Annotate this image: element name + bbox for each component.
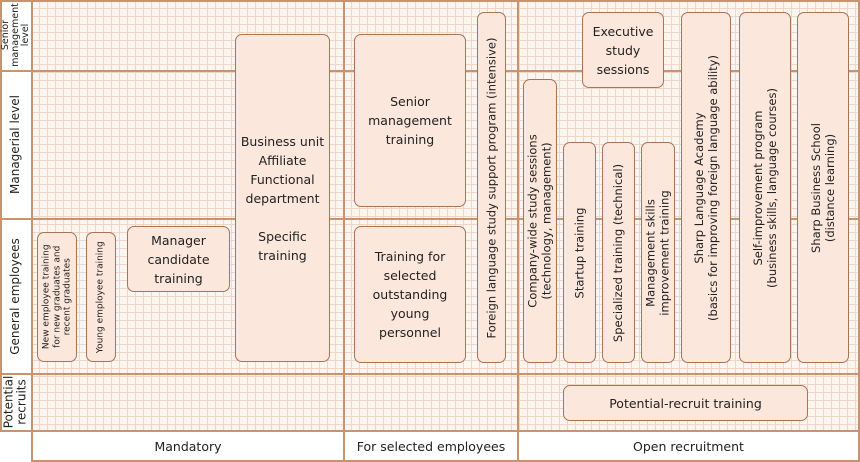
business-unit-specific-training-box: Business unit Affiliate Functional depar…: [235, 34, 330, 362]
divider-line: [0, 373, 860, 375]
divider-line: [0, 218, 860, 220]
management-skills-training-box: Management skills improvement training: [641, 142, 675, 363]
potential-recruit-training-box: Potential-recruit training: [563, 385, 808, 421]
young-employee-training-label: Young employee training: [95, 241, 106, 353]
specialized-training-box: Specialized training (technical): [602, 142, 635, 363]
divider-line: [0, 0, 860, 2]
self-improvement-program-label: Self-improvement program (business skill…: [751, 87, 780, 288]
senior-management-training-box: Senior management training: [354, 34, 466, 207]
new-employee-training-label: New employee training for new graduates …: [41, 244, 73, 350]
divider-line: [0, 0, 2, 430]
sharp-language-academy-box: Sharp Language Academy (basics for impro…: [681, 12, 731, 363]
outstanding-young-personnel-training-box: Training for selected outstanding young …: [354, 226, 466, 363]
divider-line: [517, 0, 519, 462]
startup-training-box: Startup training: [563, 142, 596, 363]
column-label-mandatory: Mandatory: [154, 438, 222, 454]
executive-study-sessions-box: Executive study sessions: [582, 12, 664, 88]
sharp-language-academy-label: Sharp Language Academy (basics for impro…: [692, 54, 721, 321]
divider-line: [343, 0, 345, 462]
row-label-potential: Potential recruits: [1, 375, 29, 429]
foreign-language-support-box: Foreign language study support program (…: [477, 12, 506, 363]
specialized-training-label: Specialized training (technical): [611, 163, 626, 342]
foreign-language-support-label: Foreign language study support program (…: [484, 37, 499, 338]
startup-training-label: Startup training: [572, 207, 587, 298]
young-employee-training-box: Young employee training: [86, 232, 116, 362]
divider-line: [0, 430, 860, 432]
row-label-managerial: Managerial level: [8, 95, 23, 194]
company-wide-study-sessions-box: Company-wide study sessions (technology,…: [523, 79, 557, 363]
sharp-business-school-box: Sharp Business School (distance learning…: [797, 12, 849, 363]
sharp-business-school-label: Sharp Business School (distance learning…: [809, 122, 837, 253]
column-label-open: Open recruitment: [633, 438, 744, 454]
divider-line: [858, 0, 860, 462]
divider-line: [31, 0, 33, 462]
management-skills-training-label: Management skills improvement training: [644, 189, 672, 316]
column-label-selected: For selected employees: [356, 438, 506, 454]
self-improvement-program-box: Self-improvement program (business skill…: [739, 12, 791, 363]
company-wide-study-sessions-label: Company-wide study sessions (technology,…: [526, 134, 554, 308]
divider-line: [31, 460, 860, 462]
row-label-general: General employees: [8, 237, 22, 355]
new-employee-training-box: New employee training for new graduates …: [37, 232, 77, 362]
row-label-senior-management: Senior management level: [0, 3, 31, 67]
manager-candidate-training-box: Manager candidate training: [127, 226, 230, 292]
